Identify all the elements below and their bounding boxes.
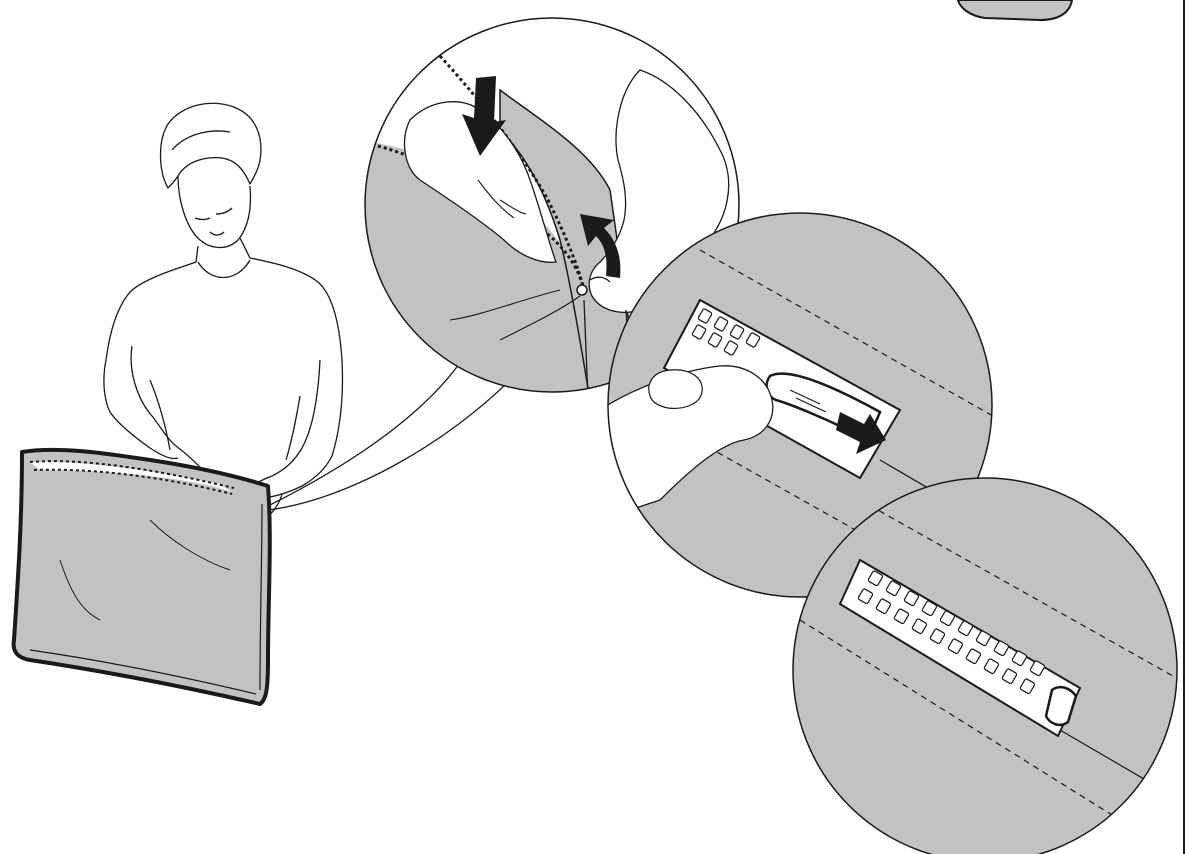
callout-lines <box>268 360 510 510</box>
cushion <box>14 450 270 704</box>
corner-fragment <box>958 0 1072 20</box>
detail-circle-3 <box>793 478 1180 854</box>
